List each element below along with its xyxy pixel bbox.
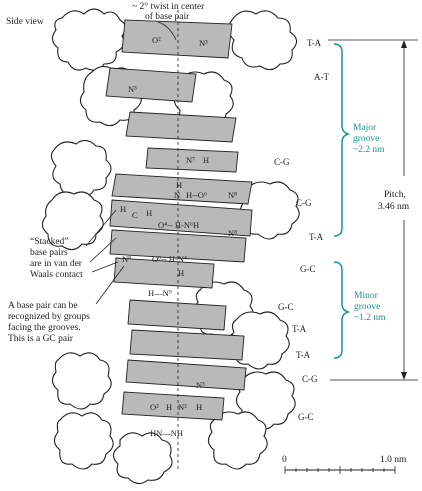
atom-n3-low: N³ <box>196 380 205 390</box>
bp-label-2: A-T <box>314 72 329 82</box>
stacked-note-line3: are in van der <box>30 259 83 269</box>
pitch-label-line2: 3.46 nm <box>378 202 410 212</box>
atom-h-o6: H--O⁶ <box>186 190 207 200</box>
pitch-arrowhead-bottom <box>401 372 407 380</box>
atom-n7: N⁷ <box>186 155 195 165</box>
minor-groove-line1: Minor <box>354 291 379 301</box>
gc-note-line4: This is a GC pair <box>8 334 74 344</box>
scale-end: 1.0 nm <box>380 455 407 465</box>
gc-pointer <box>96 266 124 304</box>
major-groove-line2: groove <box>353 134 379 144</box>
atom-n2-low: N² <box>178 402 187 412</box>
atom-c-ch3: C <box>132 210 138 220</box>
atom-n8: N⁸ <box>228 190 237 200</box>
major-groove-line3: ~2.2 nm <box>353 145 385 155</box>
minor-groove-line3: ~1.2 nm <box>354 313 386 323</box>
bp-label-3: C-G <box>274 157 290 167</box>
atom-n-stack1: N <box>174 190 180 200</box>
major-groove-line1: Major <box>353 123 377 133</box>
atom-hn-nh: HN—NH <box>150 428 183 438</box>
twist-note-line2: of base pair <box>145 11 190 22</box>
stacked-note-line4: Waals contact <box>30 270 83 280</box>
bp-label-4: C-G <box>296 198 312 208</box>
atom-n3-second: N³ <box>128 84 137 94</box>
bp-label-11: G-C <box>298 412 314 422</box>
atom-h-mid: H <box>178 268 184 278</box>
minor-groove-bracket <box>334 262 348 358</box>
bp-label-1: T-A <box>307 38 322 48</box>
atom-h-stack1: H <box>176 180 182 190</box>
bp-label-7: G-C <box>278 302 294 312</box>
scale-start: 0 <box>282 455 287 465</box>
twist-note-line1: ~ 2° twist in center <box>132 1 205 12</box>
atom-h-n7: H <box>203 155 209 165</box>
gc-note-line1: A base pair can be <box>8 301 78 311</box>
stacked-note-line1: “Stacked” <box>30 237 69 247</box>
atom-o6-hn4: O⁶-- H-N⁴ <box>152 254 187 264</box>
atom-h2-low: H <box>196 402 202 412</box>
atom-ch3-h: H <box>146 208 152 218</box>
bp-label-5: T-A <box>309 232 324 242</box>
atom-o4-hn6: O⁴-- H-N⁶H <box>158 220 199 230</box>
atom-o2-low: O² <box>150 402 159 412</box>
atom-n8b: N⁸ <box>228 228 237 238</box>
minor-groove-line2: groove <box>354 302 380 312</box>
major-groove-bracket <box>334 44 348 236</box>
diagram-title: Side view <box>6 17 44 27</box>
pitch-label-line1: Pitch, <box>384 190 406 200</box>
atom-n8c: N⁸ <box>122 254 131 264</box>
bp-label-8: T-A <box>292 324 307 334</box>
gc-note-line3: facing the grooves. <box>8 322 81 333</box>
atom-h-ch3: H <box>120 204 126 214</box>
atom-h-low: H <box>166 402 172 412</box>
stacked-pointer-3 <box>92 262 118 272</box>
bp-label-6: G-C <box>300 264 316 274</box>
atom-o2-top: O² <box>152 35 161 45</box>
gc-note-line2: recognized by groups <box>8 312 90 322</box>
stacked-note-line2: base pairs <box>30 248 68 258</box>
bp-label-10: C-G <box>302 374 318 384</box>
pitch-arrowhead-top <box>401 40 407 48</box>
bp-label-9: T-A <box>296 350 311 360</box>
atom-hn9: H—N⁹ <box>148 288 172 298</box>
atom-n3-top: N³ <box>199 38 208 48</box>
